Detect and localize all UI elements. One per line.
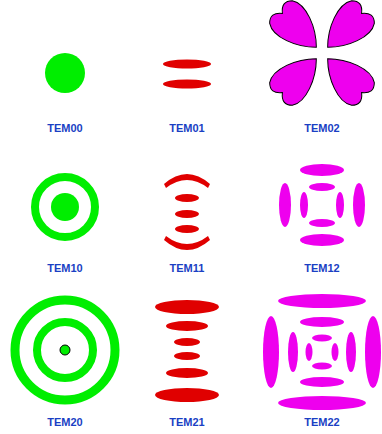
mode-pattern [265,0,379,110]
mode-label: TEM00 [47,122,82,135]
mode-pattern [164,174,210,250]
mode-label: TEM10 [47,262,82,275]
mode-label: TEM22 [304,416,339,429]
mode-pattern [35,177,95,237]
mode-label: TEM21 [169,416,204,429]
mode-label: TEM12 [304,262,339,275]
mode-pattern [15,300,115,400]
mode-pattern [163,60,211,89]
mode-label: TEM01 [169,122,204,135]
mode-pattern [263,294,381,410]
mode-pattern [155,300,219,402]
mode-label: TEM11 [170,262,205,275]
mode-label: TEM20 [47,416,82,429]
mode-label: TEM02 [304,122,339,135]
mode-pattern [279,164,365,246]
mode-pattern [45,53,85,93]
